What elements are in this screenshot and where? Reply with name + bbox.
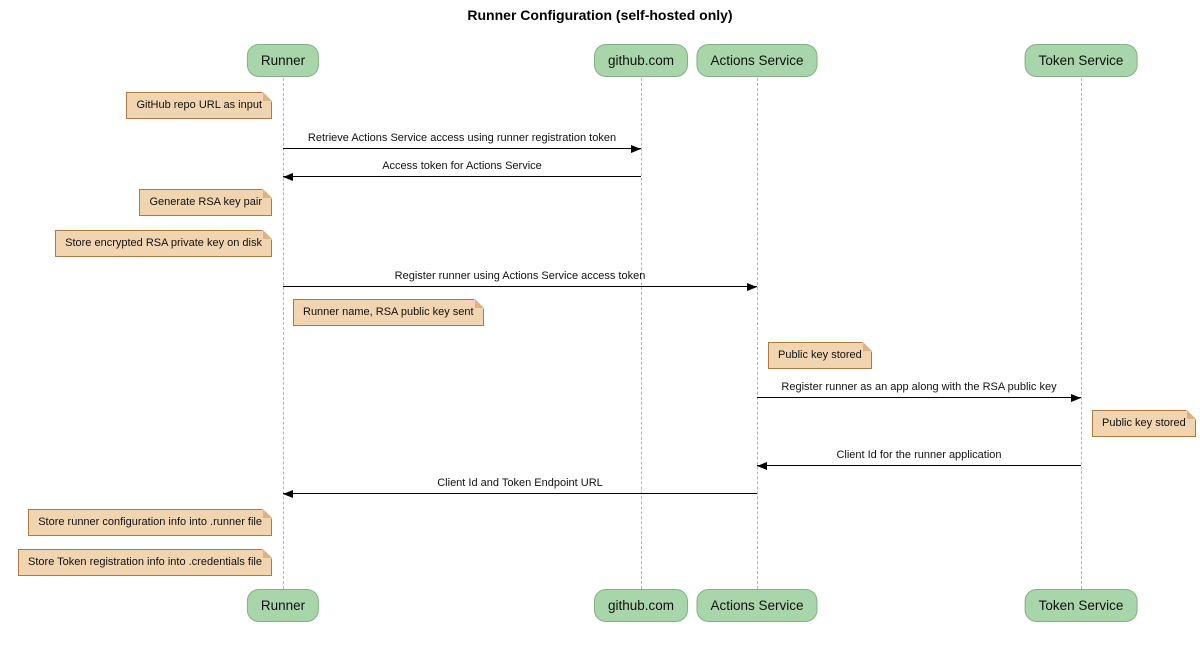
message-label: Client Id for the runner application <box>836 449 1002 461</box>
message-arrowhead <box>757 461 767 470</box>
note: Store runner configuration info into .ru… <box>28 509 272 536</box>
lifeline-github-com <box>640 78 642 589</box>
lifeline-runner <box>282 78 284 589</box>
message-label: Client Id and Token Endpoint URL <box>437 477 603 489</box>
message-label: Retrieve Actions Service access using ru… <box>307 132 617 144</box>
lifeline-token-service <box>1080 78 1082 589</box>
message-arrowhead <box>1071 393 1081 402</box>
participant-runner-top: Runner <box>246 44 320 77</box>
participant-token-service-top: Token Service <box>1024 44 1138 77</box>
participant-token-service-bottom: Token Service <box>1024 589 1138 622</box>
lifeline-actions-service <box>756 78 758 589</box>
note: Runner name, RSA public key sent <box>293 299 484 326</box>
message-line <box>283 493 757 494</box>
participant-github-com-top: github.com <box>593 44 689 77</box>
message-line <box>757 397 1081 398</box>
message-line <box>283 148 641 149</box>
note: Generate RSA key pair <box>139 189 272 216</box>
note: Public key stored <box>1092 410 1196 437</box>
note: GitHub repo URL as input <box>126 92 272 119</box>
message-line <box>283 286 757 287</box>
message-label: Access token for Actions Service <box>382 160 542 172</box>
note: Store encrypted RSA private key on disk <box>55 230 272 257</box>
diagram-title: Runner Configuration (self-hosted only) <box>467 7 733 23</box>
message-label: Register runner as an app along with the… <box>781 381 1057 393</box>
message-line <box>757 465 1081 466</box>
participant-runner-bottom: Runner <box>246 589 320 622</box>
message-arrowhead <box>631 144 641 153</box>
message-arrowhead <box>283 489 293 498</box>
message-arrowhead <box>747 282 757 291</box>
participant-github-com-bottom: github.com <box>593 589 689 622</box>
message-label: Register runner using Actions Service ac… <box>394 270 646 282</box>
message-line <box>283 176 641 177</box>
note: Public key stored <box>768 342 872 369</box>
note: Store Token registration info into .cred… <box>18 549 272 576</box>
participant-actions-service-bottom: Actions Service <box>696 589 818 622</box>
message-arrowhead <box>283 172 293 181</box>
participant-actions-service-top: Actions Service <box>696 44 818 77</box>
